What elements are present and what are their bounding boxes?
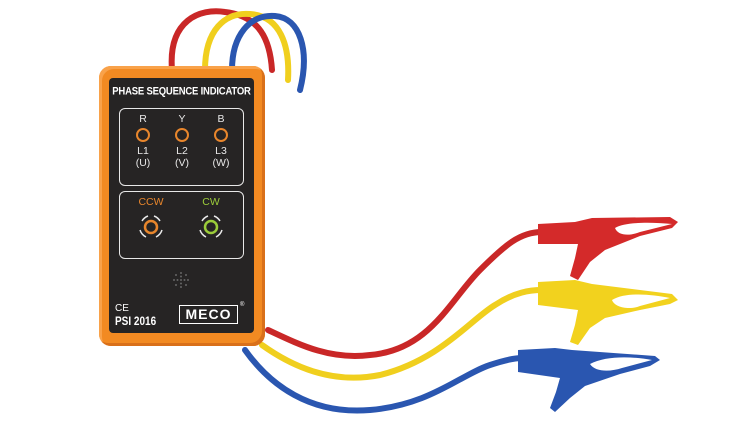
brand-logo: MECO: [179, 305, 238, 324]
phase-letter: R: [139, 113, 147, 125]
phase-terminal: (V): [175, 157, 189, 169]
phase-line: L1: [137, 145, 149, 157]
phase-line: L3: [215, 145, 227, 157]
phase-terminal: (U): [135, 157, 151, 169]
phase-line: L2: [176, 145, 188, 157]
cw-rotation-icon: [199, 215, 223, 238]
led-icon: [136, 128, 150, 142]
phase-sequence-indicator: PHASE SEQUENCE INDICATOR R L1 (U) Y L2 (…: [99, 66, 265, 346]
device-title: PHASE SEQUENCE INDICATOR: [112, 85, 251, 98]
model-number: PSI 2016: [115, 316, 157, 329]
ccw-rotation-icon: [139, 215, 163, 238]
yellow-alligator-clip: [538, 280, 678, 345]
buzzer-grille-icon: [173, 272, 189, 288]
cw-indicator: CW: [186, 196, 236, 242]
phase-letter: B: [217, 113, 225, 125]
ce-mark: CE: [115, 303, 129, 314]
phase-l2: Y L2 (V): [167, 113, 197, 169]
red-alligator-clip: [538, 217, 678, 280]
rotation-indicator-group: CCW CW: [119, 191, 244, 259]
phase-l1: R L1 (U): [128, 113, 158, 169]
phase-terminal: (W): [212, 157, 230, 169]
led-icon: [214, 128, 228, 142]
blue-alligator-clip: [518, 348, 660, 412]
phase-indicator-group: R L1 (U) Y L2 (V) B L3 (W): [119, 108, 244, 186]
registered-mark: ®: [240, 302, 245, 308]
front-panel: PHASE SEQUENCE INDICATOR R L1 (U) Y L2 (…: [109, 78, 254, 333]
cw-label: CW: [202, 196, 220, 208]
ccw-indicator: CCW: [126, 196, 176, 242]
led-icon: [175, 128, 189, 142]
phase-letter: Y: [178, 113, 186, 125]
phase-l3: B L3 (W): [206, 113, 236, 169]
ccw-label: CCW: [138, 196, 164, 208]
